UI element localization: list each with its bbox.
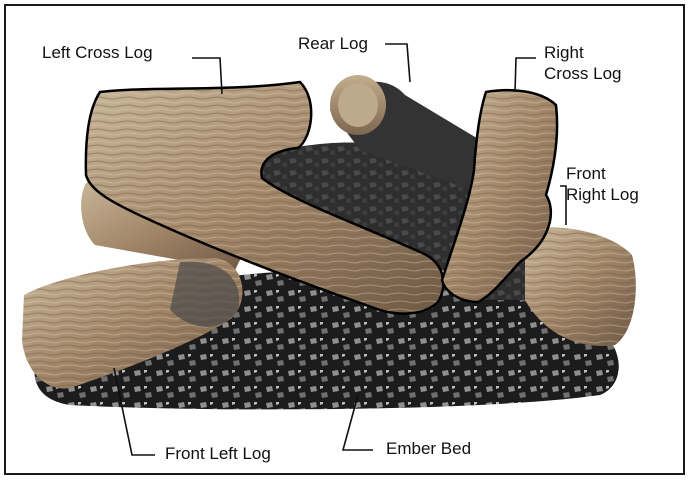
leader-rear-log bbox=[385, 44, 410, 82]
label-right-cross-log: Right Cross Log bbox=[544, 42, 621, 84]
label-front-right-log: Front Right Log bbox=[566, 163, 639, 205]
label-front-left-log: Front Left Log bbox=[165, 443, 271, 464]
label-ember-bed: Ember Bed bbox=[386, 438, 471, 459]
label-left-cross-log: Left Cross Log bbox=[42, 42, 153, 63]
label-rear-log: Rear Log bbox=[298, 33, 368, 54]
leader-right-cross-log bbox=[515, 58, 536, 92]
